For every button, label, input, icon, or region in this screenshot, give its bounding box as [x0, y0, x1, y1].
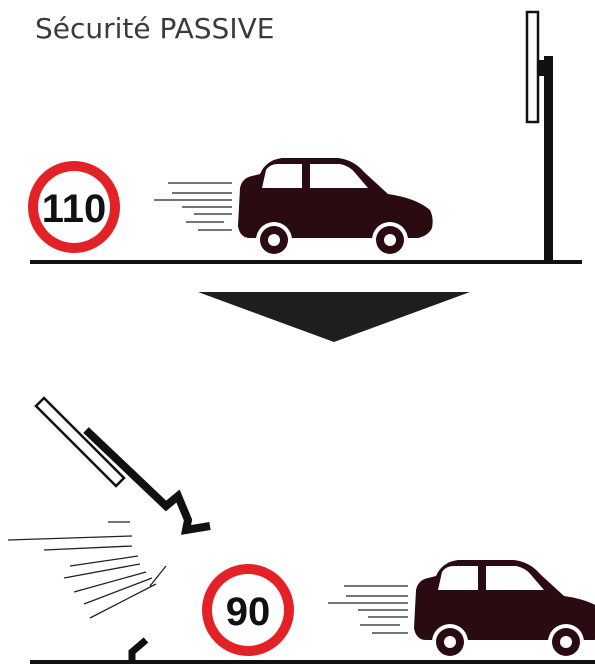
diagram-title: Sécurité PASSIVE: [35, 12, 274, 45]
speed-limit-value-90: 90: [226, 590, 271, 634]
impact-burst-lines: [8, 522, 166, 618]
speed-limit-sign-110: 110: [28, 161, 120, 253]
transition-arrow: [198, 292, 470, 342]
car-top: [238, 158, 433, 258]
broken-pole-falling: [36, 398, 210, 530]
speed-limit-sign-90: 90: [202, 564, 294, 656]
scene-before: 110: [28, 12, 582, 262]
speed-limit-value-110: 110: [42, 187, 107, 231]
car-bottom: [414, 560, 595, 660]
scene-after: 90: [8, 398, 595, 662]
road-sign-pole-intact: [527, 12, 553, 262]
speed-lines-top: [154, 183, 232, 230]
broken-pole-stump: [132, 640, 146, 662]
speed-lines-bottom: [328, 586, 408, 633]
